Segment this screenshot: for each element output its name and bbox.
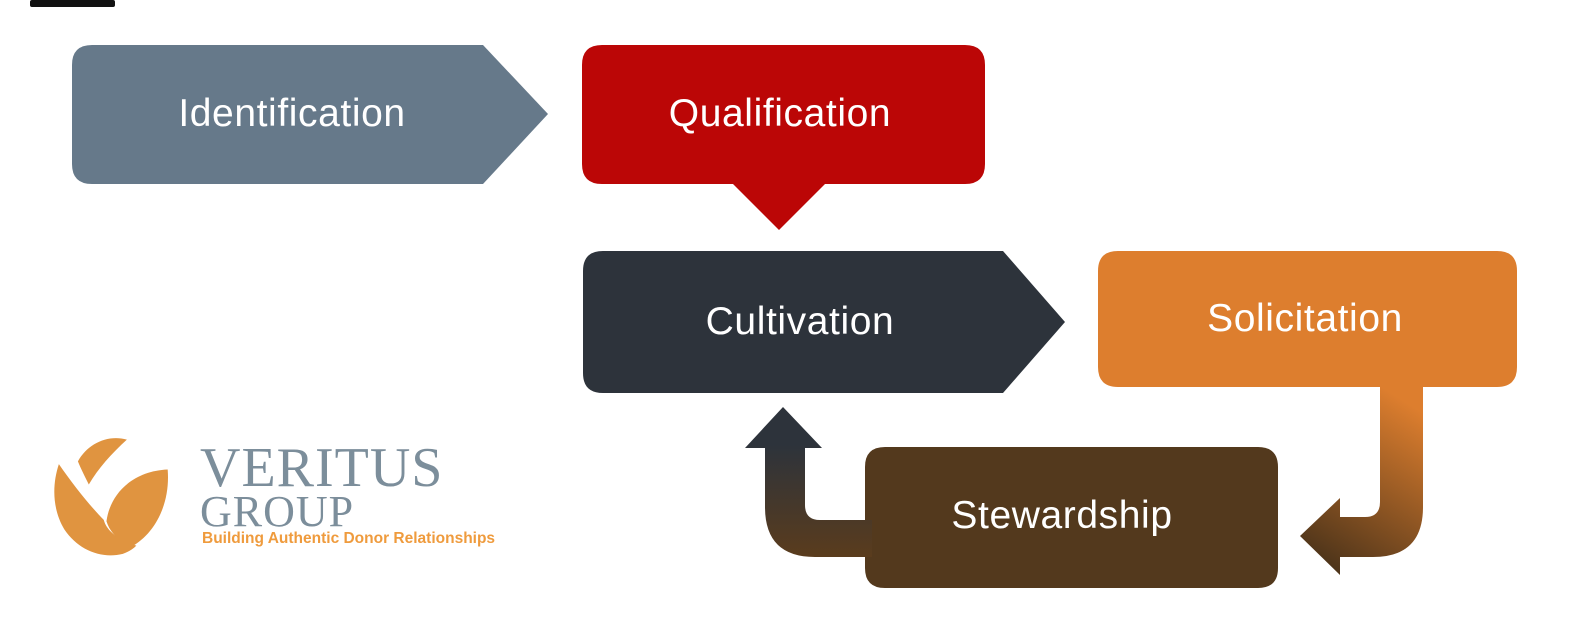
solicitation-to-stewardship-arrow xyxy=(1300,380,1423,575)
logo-brand-secondary: GROUP xyxy=(200,487,355,536)
solicitation-shape xyxy=(1098,251,1517,387)
logo-mark-petal xyxy=(77,438,127,485)
stage-label-identification: Identification xyxy=(178,92,406,135)
stage-label-solicitation: Solicitation xyxy=(1207,297,1403,340)
cultivation-shape xyxy=(583,251,1065,393)
logo-tagline: Building Authentic Donor Relationships xyxy=(202,530,496,547)
stage-label-stewardship: Stewardship xyxy=(951,494,1173,537)
identification-shape xyxy=(72,45,548,184)
logo-brand: VERITUS xyxy=(200,437,444,499)
veritus-logo-mark-icon xyxy=(54,438,168,556)
logo-mark-leaf xyxy=(106,469,168,548)
stewardship-shape xyxy=(865,447,1278,588)
crop-artifact-bar xyxy=(30,0,115,7)
logo-mark-body xyxy=(54,464,137,556)
stage-label-qualification: Qualification xyxy=(668,92,892,135)
stage-label-cultivation: Cultivation xyxy=(705,300,895,343)
qualification-shape xyxy=(582,45,985,230)
stewardship-to-cultivation-arrow xyxy=(745,407,872,557)
